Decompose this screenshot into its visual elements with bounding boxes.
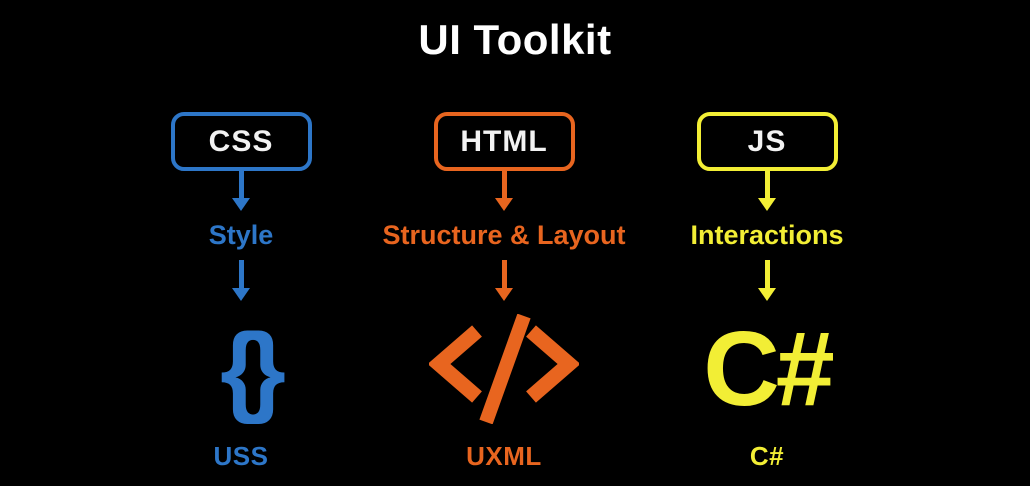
arrow-stem: [501, 171, 507, 198]
html-output-label: UXML: [466, 441, 542, 471]
css-box-label: CSS: [208, 124, 274, 158]
arrow-down-icon: [232, 171, 250, 211]
arrow-down-icon: [495, 171, 513, 211]
arrow-down-icon: [495, 260, 513, 301]
html-role-label: Structure & Layout: [382, 220, 626, 250]
arrow-head: [495, 288, 513, 301]
column-css: CSS Style {} USS: [116, 112, 366, 472]
js-output-label: C#: [749, 441, 785, 471]
css-role-label: Style: [208, 220, 274, 250]
arrow-head: [232, 198, 250, 211]
arrow-head: [758, 288, 776, 301]
uss-curly-braces-icon: {}: [220, 313, 286, 425]
arrow-head: [495, 198, 513, 211]
arrow-stem: [501, 260, 507, 288]
csharp-icon: C#: [703, 310, 835, 428]
arrow-head: [232, 288, 250, 301]
arrow-stem: [764, 171, 770, 198]
arrow-stem: [238, 260, 244, 288]
arrow-down-icon: [758, 171, 776, 211]
uxml-code-tag-icon: [429, 314, 579, 424]
arrow-stem: [764, 260, 770, 288]
arrow-down-icon: [758, 260, 776, 301]
arrow-stem: [238, 171, 244, 198]
columns-row: CSS Style {} USS HTML: [0, 112, 1019, 472]
html-icon-area: [429, 305, 579, 433]
css-box: CSS: [170, 112, 312, 171]
column-html: HTML Structure & Layout UXML: [379, 112, 629, 472]
html-box-label: HTML: [460, 124, 548, 158]
js-box: JS: [696, 112, 838, 171]
css-icon-area: {}: [208, 305, 286, 433]
column-js: JS Interactions C# C#: [642, 112, 892, 472]
arrow-head: [758, 198, 776, 211]
js-box-label: JS: [747, 124, 787, 158]
page-title: UI Toolkit: [418, 16, 612, 63]
html-box: HTML: [433, 112, 575, 171]
js-icon-area: C#: [703, 305, 835, 433]
css-output-label: USS: [213, 441, 269, 471]
arrow-down-icon: [232, 260, 250, 301]
js-role-label: Interactions: [690, 220, 844, 250]
